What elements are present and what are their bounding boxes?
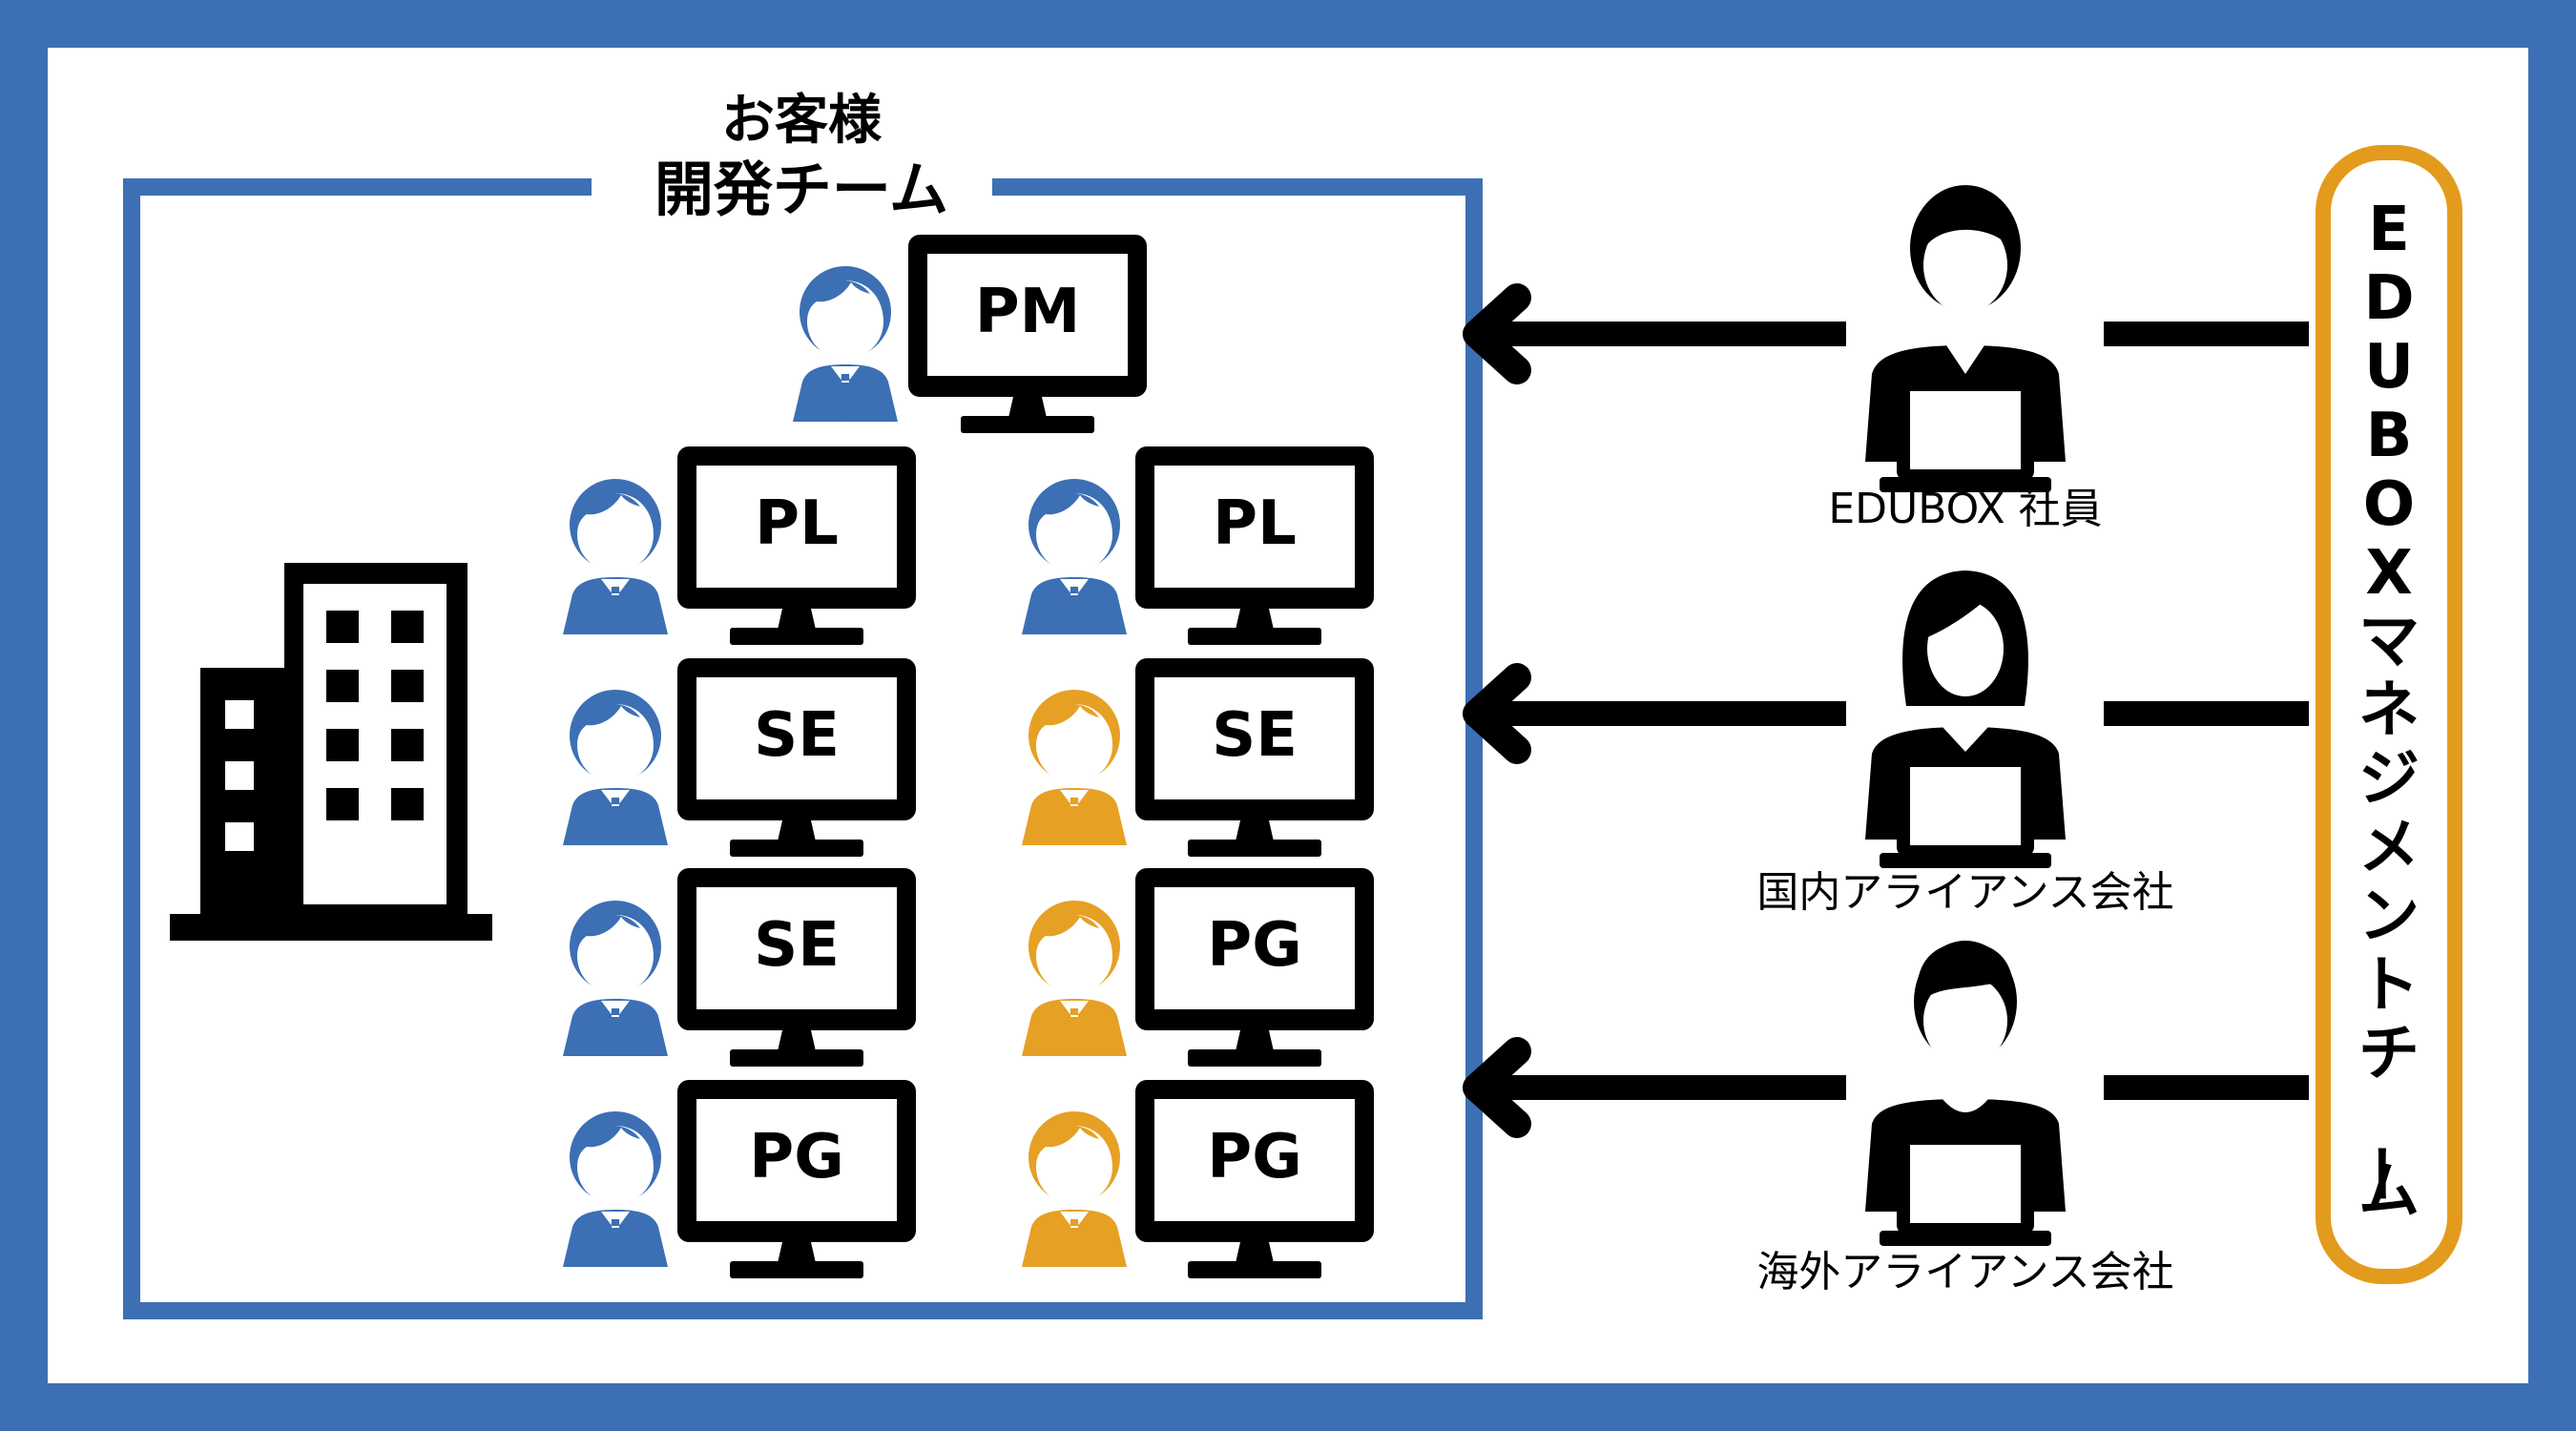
left-member-3: SE [562,868,916,1067]
role-label: PG [749,1122,843,1192]
role-label: PL [1213,488,1297,559]
management-team-box [2316,145,2462,1284]
member-label: EDUBOX 社員 [1828,485,2102,533]
arrow-left-icon [1463,283,2309,384]
female-staff-icon [1865,570,2066,868]
role-label: SE [1212,700,1298,771]
domestic-alliance: 国内アライアンス会社 [1756,570,2174,917]
member-label: 海外アライアンス会社 [1756,1248,2173,1296]
left-column: PL SE SE PG [562,446,916,1278]
casual-staff-icon [1865,941,2066,1246]
diagram-canvas: お客様 開発チーム PM PL [48,48,2528,1383]
member-label: 国内アライアンス会社 [1756,868,2173,917]
person-icon [1021,900,1128,1057]
person-icon [562,689,669,846]
male-staff-icon [1865,185,2066,492]
arrow-left-icon [1463,1037,2309,1138]
person-icon [1021,1110,1128,1268]
right-member-4: PG [1021,1080,1374,1278]
person-icon [1021,478,1128,635]
role-label: PG [1207,1122,1301,1192]
left-member-2: SE [562,658,916,857]
arrows [1463,283,2309,1138]
right-member-1: PL [1021,446,1374,645]
role-label: PL [755,488,839,559]
person-icon [562,478,669,635]
arrow-left-icon [1463,663,2309,764]
role-label: SE [754,910,840,981]
client-team-title-line2: 開発チーム [654,155,948,224]
pm-role-label: PM [975,277,1081,347]
right-column: PL SE PG PG [1021,446,1374,1278]
left-member-4: PG [562,1080,916,1278]
pm-person-icon [792,265,899,423]
person-icon [1021,689,1128,846]
team-structure-diagram: お客様 開発チーム PM PL [123,90,2462,1319]
right-member-3: PG [1021,868,1374,1067]
person-icon [562,900,669,1057]
building-icon [170,563,492,941]
client-team-title-line1: お客様 [721,90,883,152]
role-label: SE [754,700,840,771]
left-member-1: PL [562,446,916,645]
right-member-2: SE [1021,658,1374,857]
edubox-employee: EDUBOX 社員 [1828,185,2103,533]
pm-member: PM [792,235,1147,433]
person-icon [562,1110,669,1268]
role-label: PG [1207,910,1301,981]
overseas-alliance: 海外アライアンス会社 [1756,941,2174,1296]
